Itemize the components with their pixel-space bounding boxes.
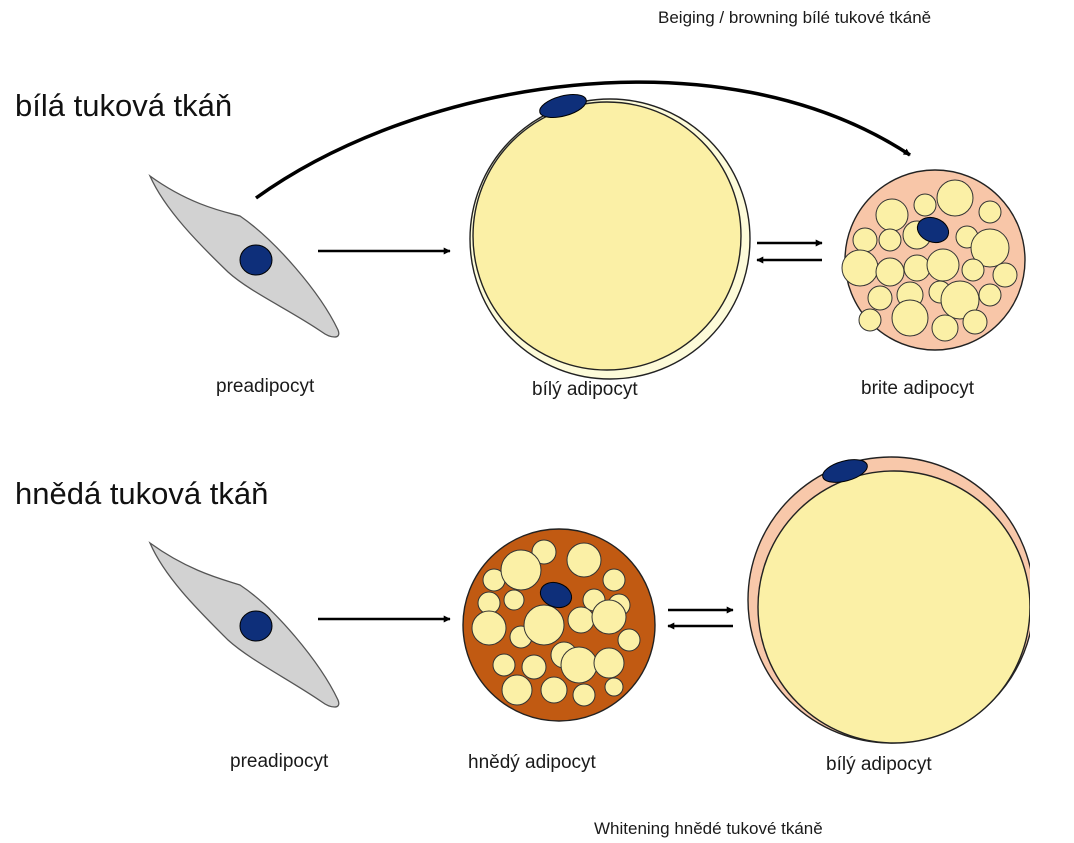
lipid-droplet <box>605 678 623 696</box>
lipid-droplet <box>568 607 594 633</box>
lipid-droplet <box>618 629 640 651</box>
reversible-arrows-bottom <box>668 610 733 626</box>
reversible-arrows-top <box>757 243 822 260</box>
lipid-droplet <box>594 648 624 678</box>
preadipocyte-top <box>150 176 339 337</box>
lipid-droplet <box>504 590 524 610</box>
whitening-process-label: Whitening hnědé tukové tkáně <box>594 819 823 839</box>
white-adipocyte-bottom <box>748 455 1034 743</box>
lipid-droplet <box>493 654 515 676</box>
lipid-droplet <box>892 300 928 336</box>
brown-adipocyte <box>463 529 655 721</box>
lipid-droplet <box>927 249 959 281</box>
white-adipocyte-label-top: bílý adipocyt <box>532 379 638 401</box>
lipid-droplet <box>859 309 881 331</box>
lipid-droplet <box>904 255 930 281</box>
lipid-droplet <box>962 259 984 281</box>
lipid-droplet <box>932 315 958 341</box>
brite-adipocyte <box>842 170 1025 350</box>
lipid-droplet <box>914 194 936 216</box>
lipid-droplet <box>502 675 532 705</box>
preadipocyte-label-bottom: preadipocyt <box>230 751 328 773</box>
lipid-droplet <box>979 284 1001 306</box>
white-adipocyte-top <box>470 90 750 379</box>
brown-adipocyte-label: hnědý adipocyt <box>468 752 596 774</box>
brown-tissue-title: hnědá tuková tkáň <box>15 476 268 512</box>
lipid-droplet <box>541 677 567 703</box>
lipid-droplet <box>472 611 506 645</box>
lipid-droplet <box>603 569 625 591</box>
lipid-droplet <box>868 286 892 310</box>
lipid-droplet <box>524 605 564 645</box>
brite-adipocyte-label: brite adipocyt <box>861 378 974 400</box>
lipid-droplet <box>979 201 1001 223</box>
lipid-droplet <box>842 250 878 286</box>
lipid-droplet <box>876 258 904 286</box>
lipid-droplet <box>567 543 601 577</box>
white-adipocyte-label-bottom: bílý adipocyt <box>826 754 932 776</box>
lipid-droplet <box>937 180 973 216</box>
lipid-droplet <box>592 600 626 634</box>
lipid-droplet <box>879 229 901 251</box>
lipid-droplet <box>501 550 541 590</box>
white-tissue-title: bílá tuková tkáň <box>15 88 232 124</box>
lipid-droplet <box>993 263 1017 287</box>
lipid-droplet <box>853 228 877 252</box>
preadipocyte-label-top: preadipocyt <box>216 376 314 398</box>
lipid-droplet <box>561 647 597 683</box>
lipid-droplet <box>963 310 987 334</box>
beiging-process-label: Beiging / browning bílé tukové tkáně <box>658 8 931 28</box>
preadipocyte-bottom <box>150 543 339 707</box>
lipid-droplet <box>876 199 908 231</box>
lipid-droplet <box>522 655 546 679</box>
lipid-droplet <box>573 684 595 706</box>
